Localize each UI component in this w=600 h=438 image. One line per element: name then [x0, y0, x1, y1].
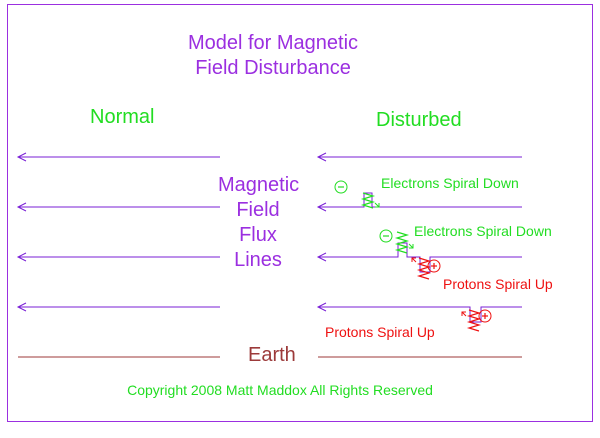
- proton-label: Protons Spiral Up: [325, 324, 435, 340]
- arrow-up-icon: [411, 257, 417, 263]
- arrowhead-icon: [316, 302, 327, 312]
- normal-column-label: Normal: [90, 106, 155, 128]
- normal-flux-lines: [16, 152, 220, 312]
- arrow-up-icon: [461, 311, 467, 317]
- disturbed-flux-line: [318, 192, 522, 208]
- arrowhead-icon: [316, 252, 327, 262]
- spiral-icon: [466, 309, 482, 332]
- spiral-icon: [416, 257, 432, 280]
- arrowhead-icon: [16, 302, 27, 312]
- arrowhead-icon: [316, 152, 327, 162]
- flux-label-line-4: Lines: [234, 249, 282, 271]
- copyright-notice: Copyright 2008 Matt Maddox All Rights Re…: [127, 382, 433, 398]
- arrow-down-icon: [374, 202, 380, 208]
- title-line-1: Model for Magnetic: [187, 32, 359, 54]
- diagram-border: [7, 4, 593, 422]
- flux-label-line-1: Magnetic: [218, 174, 300, 196]
- proton-spiral-1: [411, 257, 441, 280]
- proton-icon: [427, 259, 441, 273]
- proton-label: Protons Spiral Up: [443, 276, 553, 292]
- spiral-icon: [394, 231, 410, 254]
- disturbed-column-label: Disturbed: [376, 109, 462, 131]
- electron-icon: [379, 229, 393, 243]
- disturbed-flux-line: [318, 306, 522, 323]
- electron-spiral-2: [379, 229, 414, 254]
- electron-label: Electrons Spiral Down: [414, 223, 552, 239]
- electron-label: Electrons Spiral Down: [381, 175, 519, 191]
- diagram-title: Model for Magnetic Field Disturbance: [0, 31, 546, 81]
- electron-spiral-1: [334, 180, 380, 209]
- flux-lines-label: Magnetic Field Flux Lines: [218, 173, 300, 273]
- flux-label-line-2: Field: [236, 199, 280, 221]
- disturbed-flux-lines: [316, 152, 522, 323]
- title-line-2: Field Disturbance: [195, 57, 351, 79]
- earth-label: Earth: [248, 344, 296, 366]
- arrowhead-icon: [16, 252, 27, 262]
- arrowhead-icon: [16, 202, 27, 212]
- disturbed-flux-line: [318, 242, 522, 273]
- spiral-icon: [360, 192, 376, 209]
- proton-icon: [478, 309, 492, 323]
- arrowhead-icon: [316, 202, 327, 212]
- arrowhead-icon: [16, 152, 27, 162]
- flux-label-line-3: Flux: [239, 224, 277, 246]
- electron-icon: [334, 180, 348, 194]
- arrow-down-icon: [408, 243, 414, 249]
- proton-spiral-2: [461, 309, 492, 332]
